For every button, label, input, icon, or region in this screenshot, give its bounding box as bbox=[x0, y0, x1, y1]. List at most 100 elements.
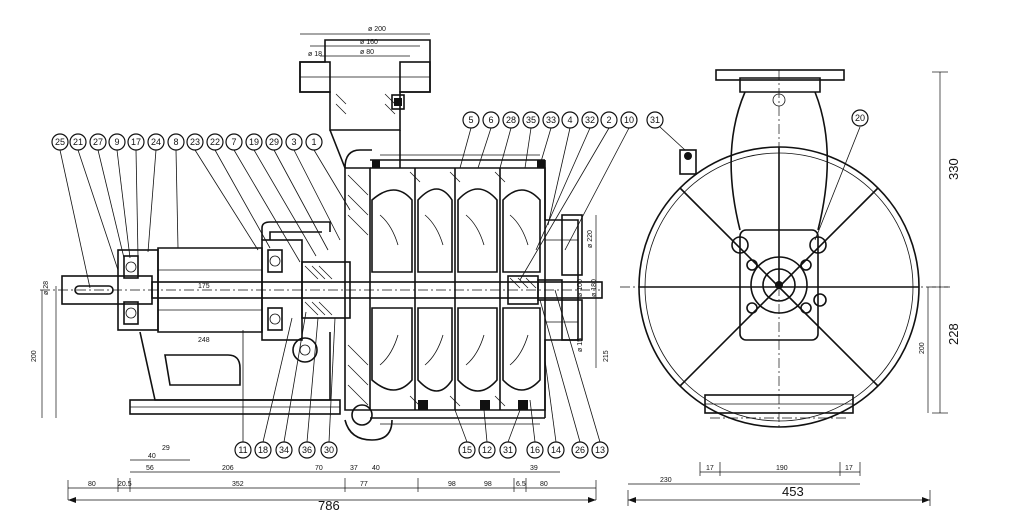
longitudinal-section bbox=[40, 39, 603, 441]
callout-34: 34 bbox=[275, 311, 307, 459]
svg-text:1: 1 bbox=[311, 137, 316, 147]
callout-9: 9 bbox=[108, 133, 131, 259]
callout-21: 21 bbox=[69, 133, 119, 271]
callout-18: 18 bbox=[254, 317, 293, 459]
svg-text:11: 11 bbox=[238, 445, 247, 455]
dim-29: 29 bbox=[162, 445, 170, 452]
svg-text:12: 12 bbox=[482, 445, 492, 455]
svg-text:14: 14 bbox=[551, 445, 561, 455]
dim-r-100: ø 100 bbox=[577, 279, 584, 297]
dim-w-190: 190 bbox=[776, 465, 788, 472]
svg-text:28: 28 bbox=[506, 115, 516, 125]
svg-text:31: 31 bbox=[503, 445, 513, 455]
callout-31b: 31 bbox=[499, 409, 521, 459]
dim-v-200: 200 bbox=[31, 350, 38, 362]
svg-text:22: 22 bbox=[210, 137, 220, 147]
svg-text:36: 36 bbox=[302, 445, 312, 455]
callout-20: 20 bbox=[814, 109, 869, 241]
svg-text:21: 21 bbox=[73, 137, 83, 147]
callout-36: 36 bbox=[298, 317, 319, 459]
dim-80b: 80 bbox=[540, 481, 548, 488]
dim-shaft-d: ø 28 bbox=[43, 281, 50, 295]
callout-26: 26 bbox=[539, 299, 589, 459]
dim-overall-length: 786 bbox=[318, 498, 340, 513]
svg-text:15: 15 bbox=[462, 445, 472, 455]
callout-11: 11 bbox=[234, 330, 252, 459]
callouts-bottom-left: 11 18 34 36 30 15 12 31 16 14 26 13 bbox=[234, 289, 609, 459]
dim-98b: 98 bbox=[484, 481, 492, 488]
dim-80: 80 bbox=[88, 481, 96, 488]
svg-text:35: 35 bbox=[526, 115, 536, 125]
section-dimensions: ø 200 ø 160 ø 80 ø 18 ø 28 200 ø 220 ø 1… bbox=[31, 26, 610, 513]
dim-w-230: 230 bbox=[660, 477, 672, 484]
svg-text:32: 32 bbox=[585, 115, 595, 125]
svg-text:19: 19 bbox=[249, 137, 259, 147]
dim-248: 248 bbox=[198, 337, 210, 344]
callout-14: 14 bbox=[544, 359, 565, 459]
svg-text:13: 13 bbox=[595, 445, 605, 455]
dim-r-15: ø 15 bbox=[577, 338, 584, 352]
dim-40: 40 bbox=[148, 453, 156, 460]
dim-height-axis: 228 bbox=[946, 323, 961, 345]
svg-text:20: 20 bbox=[855, 113, 865, 123]
svg-text:17: 17 bbox=[131, 137, 141, 147]
callout-10: 10 bbox=[564, 111, 638, 251]
dim-6-5: 6.5 bbox=[516, 481, 526, 488]
svg-text:27: 27 bbox=[93, 137, 103, 147]
svg-text:9: 9 bbox=[114, 137, 119, 147]
dim-39: 39 bbox=[530, 465, 538, 472]
dim-overall-width: 453 bbox=[782, 484, 804, 499]
callout-17: 17 bbox=[127, 133, 145, 257]
callout-8: 8 bbox=[167, 133, 185, 249]
svg-text:29: 29 bbox=[269, 137, 279, 147]
dim-56: 56 bbox=[146, 465, 154, 472]
callout-24: 24 bbox=[147, 133, 165, 253]
callout-22: 22 bbox=[206, 133, 271, 249]
callout-29: 29 bbox=[265, 133, 329, 251]
svg-text:30: 30 bbox=[324, 445, 334, 455]
dim-98a: 98 bbox=[448, 481, 456, 488]
svg-text:18: 18 bbox=[258, 445, 268, 455]
callouts-right: 31 20 bbox=[646, 109, 869, 241]
callout-7: 7 bbox=[225, 133, 301, 263]
svg-text:16: 16 bbox=[530, 445, 540, 455]
callout-13: 13 bbox=[554, 289, 609, 459]
callout-28: 28 bbox=[499, 111, 520, 169]
svg-text:6: 6 bbox=[488, 115, 493, 125]
dim-w-17b: 17 bbox=[845, 465, 853, 472]
dim-206: 206 bbox=[222, 465, 234, 472]
svg-text:26: 26 bbox=[575, 445, 585, 455]
dim-w-17a: 17 bbox=[706, 465, 714, 472]
svg-text:4: 4 bbox=[567, 115, 572, 125]
callout-12: 12 bbox=[478, 409, 496, 459]
svg-text:24: 24 bbox=[151, 137, 161, 147]
callout-3: 3 bbox=[285, 133, 341, 241]
svg-text:34: 34 bbox=[279, 445, 289, 455]
dim-v-215: 215 bbox=[603, 350, 610, 362]
callout-25: 25 bbox=[51, 133, 91, 289]
callout-2: 2 bbox=[519, 111, 618, 281]
svg-text:5: 5 bbox=[468, 115, 473, 125]
callout-27: 27 bbox=[89, 133, 125, 259]
dim-40b: 40 bbox=[372, 465, 380, 472]
dim-175: 175 bbox=[198, 283, 210, 290]
dim-352: 352 bbox=[232, 481, 244, 488]
svg-text:8: 8 bbox=[173, 137, 178, 147]
callout-31: 31 bbox=[646, 111, 686, 151]
dim-v-200b: 200 bbox=[919, 342, 926, 354]
callout-5: 5 bbox=[459, 111, 480, 169]
dim-r-220: ø 220 bbox=[587, 230, 594, 248]
dim-70: 70 bbox=[315, 465, 323, 472]
dim-flange-d80: ø 80 bbox=[360, 49, 374, 56]
dim-flange-d200: ø 200 bbox=[368, 26, 386, 33]
callout-35: 35 bbox=[522, 111, 540, 169]
callouts-top-left: 25 21 27 9 17 24 8 23 22 7 19 29 3 1 5 6… bbox=[51, 111, 638, 289]
callout-30: 30 bbox=[320, 317, 338, 459]
callout-6: 6 bbox=[477, 111, 500, 169]
svg-text:33: 33 bbox=[546, 115, 556, 125]
svg-text:31: 31 bbox=[650, 115, 660, 125]
svg-text:7: 7 bbox=[231, 137, 236, 147]
dim-flange-d160: ø 160 bbox=[360, 39, 378, 46]
dim-20-5: 20.5 bbox=[118, 481, 132, 488]
